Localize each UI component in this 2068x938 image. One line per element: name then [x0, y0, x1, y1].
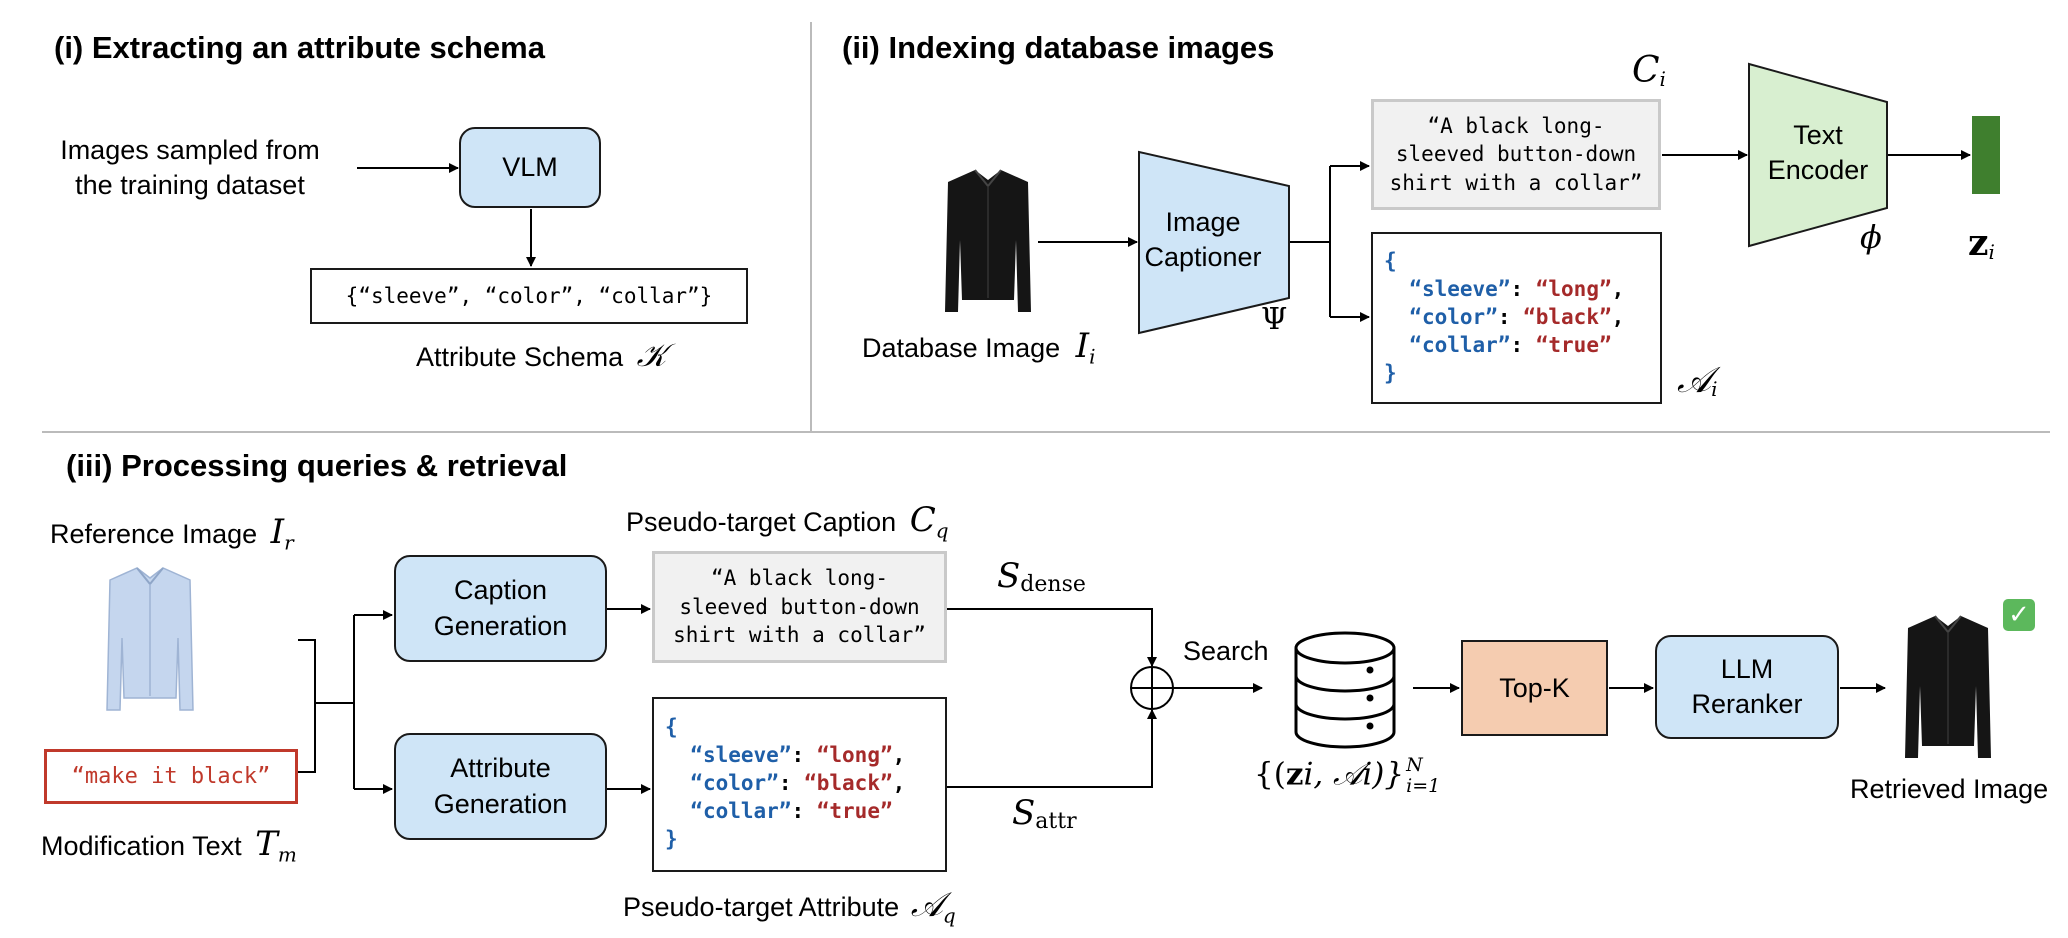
- pseudo-target-attribute-label: Pseudo-target Attribute 𝒜q: [623, 885, 956, 928]
- text-encoder-label: Text Encoder: [1767, 120, 1869, 186]
- training-images-label: Images sampled from the training dataset: [0, 133, 380, 203]
- modification-text: “make it black”: [71, 764, 271, 789]
- database-attributes-box: { “sleeve”: “long”, “color”: “black”, “c…: [1371, 232, 1662, 404]
- attribute-symbol: 𝒜i: [1677, 360, 1718, 402]
- caption-generation-box: Caption Generation: [394, 555, 607, 662]
- schema-symbol: 𝒦: [636, 336, 667, 374]
- captioner-symbol: Ψ: [1261, 302, 1288, 337]
- check-icon: ✓: [2008, 600, 2030, 630]
- attribute-score-label: Sattr: [1012, 793, 1077, 835]
- attribute-schema-box: {“sleeve”, “color”, “collar”}: [310, 268, 748, 324]
- vlm-label: VLM: [502, 151, 558, 182]
- input-bracket: [298, 639, 316, 773]
- circled-plus-icon: [1130, 666, 1174, 710]
- pseudo-target-caption-label: Pseudo-target Caption Cq: [626, 500, 949, 543]
- embedding-symbol: zi: [1968, 222, 1995, 265]
- attribute-schema-label: Attribute Schema 𝒦: [416, 336, 667, 374]
- pseudo-target-attribute-box: { “sleeve”: “long”, “color”: “black”, “c…: [652, 697, 947, 872]
- text-encoder-shape: [1748, 62, 1888, 248]
- section-ii-title: (ii) Indexing database images: [842, 30, 1275, 65]
- database-icon: [1294, 631, 1396, 749]
- reference-image-label: Reference Image Ir: [50, 512, 294, 555]
- training-images-line2: the training dataset: [75, 170, 305, 201]
- attribute-schema-text: {“sleeve”, “color”, “collar”}: [345, 284, 713, 308]
- vlm-box: VLM: [459, 127, 601, 208]
- modification-text-box: “make it black”: [44, 749, 298, 804]
- top-k-box: Top-K: [1461, 640, 1608, 736]
- dense-score-label: Sdense: [997, 556, 1086, 598]
- image-captioner-shape: [1138, 150, 1290, 335]
- llm-reranker-box: LLM Reranker: [1655, 635, 1839, 739]
- black-shirt-icon: [1905, 615, 1991, 758]
- embedding-bar: [1972, 116, 2000, 194]
- search-label: Search: [1183, 636, 1269, 666]
- db-image-symbol: I: [1075, 326, 1090, 366]
- check-badge: [2003, 599, 2035, 631]
- retrieved-image-label: Retrieved Image: [1850, 774, 2049, 804]
- black-shirt-icon: [945, 169, 1031, 312]
- database-image-label: Database Image Ii: [862, 326, 1096, 369]
- pseudo-target-caption-box: “A black long- sleeved button-down shirt…: [652, 551, 947, 663]
- training-images-line1: Images sampled from: [60, 135, 320, 165]
- light-blue-shirt-icon: [106, 567, 194, 711]
- arrow-attr-score: [947, 709, 1157, 788]
- section-iii-title: (iii) Processing queries & retrieval: [66, 448, 568, 483]
- section-i-title: (i) Extracting an attribute schema: [54, 30, 545, 65]
- modification-text-label: Modification Text Tm: [41, 824, 297, 867]
- arrow-dense-score: [947, 608, 1157, 667]
- encoder-symbol: ϕ: [1860, 218, 1882, 256]
- caption-symbol: Ci: [1632, 50, 1666, 92]
- database-caption-box: “A black long- sleeved button-down shirt…: [1371, 99, 1661, 210]
- image-captioner-label: Image Captioner: [1144, 207, 1262, 273]
- attribute-generation-box: Attribute Generation: [394, 733, 607, 840]
